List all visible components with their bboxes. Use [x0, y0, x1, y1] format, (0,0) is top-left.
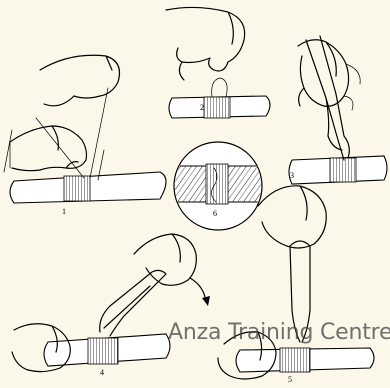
- panel-2-hand: [166, 7, 245, 80]
- panel-3-fingers: [344, 64, 360, 110]
- panel-1-cuff: [4, 130, 12, 172]
- panel-4-illustration: 4: [12, 234, 210, 377]
- panel-4-arrowhead: [202, 296, 210, 306]
- panel-1-seizing-wraps: [64, 176, 90, 201]
- panel-label-6: 6: [213, 209, 217, 218]
- panel-1-upper-hand: [40, 55, 120, 106]
- panel-4-seizing-wraps: [88, 338, 118, 364]
- panel-1-wire: [36, 88, 108, 180]
- panel-6-seizing-wraps: [206, 164, 228, 204]
- panel-5-seizing-wraps: [280, 348, 310, 372]
- panel-3-seizing-wraps: [330, 158, 356, 182]
- panel-5-upper-hand: [258, 186, 326, 248]
- panel-3-illustration: 3: [289, 36, 387, 184]
- panel-2-seizing-wraps: [204, 97, 230, 118]
- panel-label-1: 1: [62, 207, 66, 216]
- panel-label-2: 2: [200, 103, 204, 112]
- panel-2-illustration: 2: [166, 7, 270, 118]
- panel-label-4: 4: [100, 368, 104, 377]
- panel-label-3: 3: [290, 171, 294, 180]
- panel-1-illustration: 1: [4, 55, 166, 216]
- watermark-text: Anza Training Centre: [168, 320, 390, 345]
- panel-6-illustration: 6: [170, 142, 270, 230]
- panel-2-wire-loop: [212, 78, 227, 97]
- panel-1-lower-hand: [10, 126, 87, 171]
- panel-label-5: 5: [288, 375, 292, 384]
- panel-4-upper-hand: [134, 234, 196, 285]
